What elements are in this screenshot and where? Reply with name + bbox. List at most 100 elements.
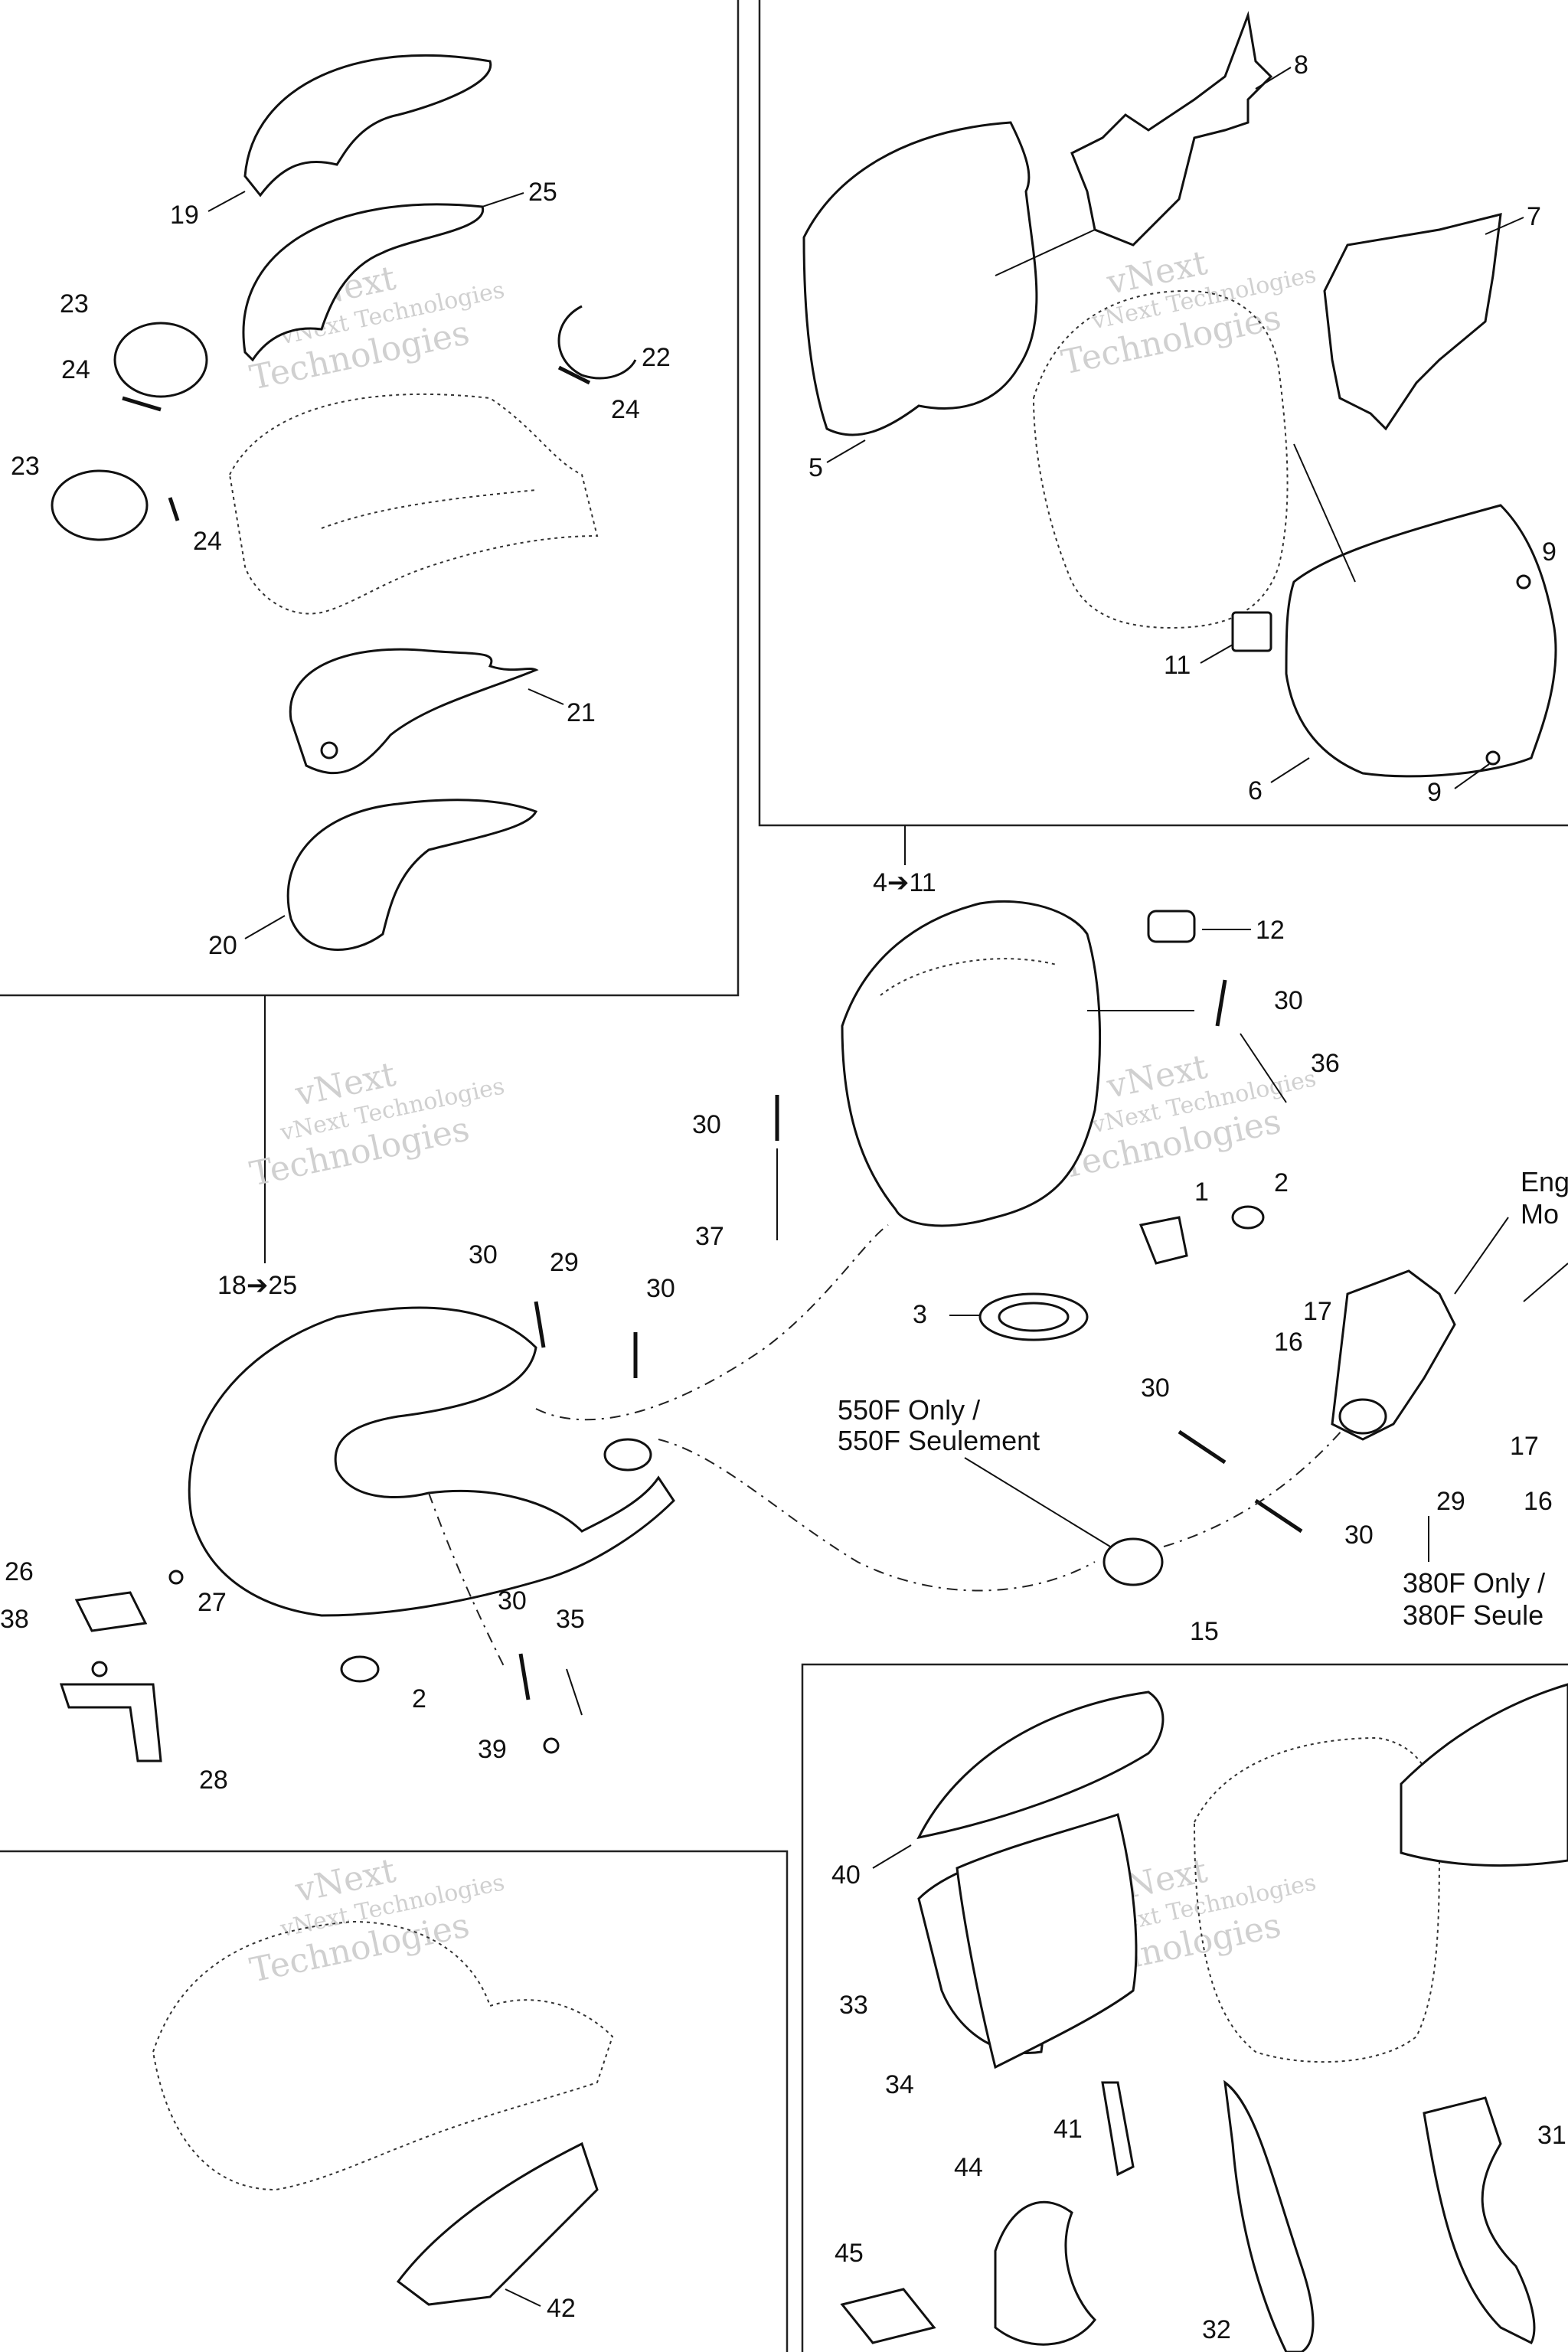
pipe-to-muffler-line bbox=[535, 1224, 889, 1421]
callout-5: 5 bbox=[808, 453, 823, 482]
grommet-2-lower bbox=[340, 1655, 380, 1683]
heat-shield-21 bbox=[289, 648, 539, 775]
muffler-4 bbox=[841, 900, 1102, 1227]
tailpipe-ghost bbox=[228, 393, 599, 615]
grommet-2-upper bbox=[1231, 1205, 1265, 1230]
spring-30-mid-a bbox=[1178, 1429, 1227, 1465]
heat-shield-42 bbox=[396, 2141, 599, 2306]
callout-38: 38 bbox=[0, 1605, 29, 1634]
callout-8: 8 bbox=[1294, 51, 1308, 80]
nut-9-a bbox=[1516, 574, 1531, 590]
callout-2-b: 2 bbox=[412, 1684, 426, 1713]
spring-30-top bbox=[1215, 979, 1227, 1027]
rubber-mount-1 bbox=[1138, 1216, 1188, 1265]
callout-44: 44 bbox=[954, 2153, 983, 2182]
watermark-2: vNext vNext Technologies Technologies bbox=[1058, 243, 1318, 383]
heat-shield-34 bbox=[956, 1813, 1138, 2069]
callout-30-g: 30 bbox=[498, 1586, 527, 1615]
callout-23-a: 23 bbox=[60, 289, 89, 318]
callout-27: 27 bbox=[198, 1588, 227, 1617]
callout-11: 11 bbox=[1164, 651, 1191, 680]
clamp-23-upper bbox=[113, 322, 208, 398]
sleeve-15 bbox=[1102, 1537, 1164, 1586]
outlet-grommet-12 bbox=[1147, 910, 1196, 943]
muffler-shield-group bbox=[802, 11, 1557, 778]
watermark-5: vNext vNext Technologies Technologies bbox=[247, 1851, 507, 1991]
callout-24-b: 24 bbox=[611, 395, 640, 424]
watermark-3: vNext vNext Technologies Technologies bbox=[247, 1055, 507, 1194]
gasket-7 bbox=[1323, 213, 1502, 431]
callout-36: 36 bbox=[1311, 1049, 1340, 1078]
callout-15: 15 bbox=[1190, 1617, 1219, 1646]
callout-33: 33 bbox=[839, 1991, 868, 2020]
nut-38 bbox=[91, 1661, 108, 1677]
bracket-28 bbox=[59, 1683, 162, 1762]
spring-30-pipe-a bbox=[534, 1301, 546, 1348]
part-callouts: 19 25 23 24 22 24 23 24 21 20 8 7 5 9 11… bbox=[0, 51, 1568, 2344]
callout-39: 39 bbox=[478, 1735, 507, 1764]
note-380f-line1: 380F Only / bbox=[1403, 1567, 1545, 1599]
strip-41 bbox=[1101, 2081, 1135, 2177]
callout-17-a: 17 bbox=[1303, 1297, 1332, 1326]
tuned-pipe-18 bbox=[188, 1306, 675, 1617]
callout-41: 41 bbox=[1054, 2115, 1083, 2144]
callout-30-c: 30 bbox=[1141, 1374, 1170, 1403]
callout-12: 12 bbox=[1256, 916, 1285, 945]
pipe-to-manifold-line bbox=[658, 1439, 1096, 1592]
note-380f-line2: 380F Seule bbox=[1403, 1599, 1544, 1631]
callout-6: 6 bbox=[1248, 776, 1263, 805]
callout-29-a: 29 bbox=[1436, 1487, 1465, 1516]
callout-9-a: 9 bbox=[1542, 537, 1557, 567]
box-lower-right bbox=[801, 1663, 1568, 2352]
callout-34: 34 bbox=[885, 2070, 914, 2099]
nut-9-b bbox=[1485, 750, 1501, 766]
muffler-assembly bbox=[775, 900, 1568, 1586]
spring-24-b bbox=[557, 365, 591, 385]
spring-30-mid-b bbox=[1254, 1498, 1303, 1534]
nut-39 bbox=[543, 1737, 560, 1754]
hanger-35 bbox=[566, 1668, 583, 1716]
hanger-36 bbox=[1240, 1033, 1287, 1103]
callout-30-d: 30 bbox=[1344, 1521, 1374, 1550]
callout-26: 26 bbox=[5, 1557, 34, 1586]
callout-28: 28 bbox=[199, 1766, 228, 1795]
spring-path-line bbox=[428, 1492, 506, 1670]
callout-16-a: 16 bbox=[1274, 1328, 1303, 1357]
callout-24-a: 24 bbox=[61, 355, 90, 384]
muffler-shield-6 bbox=[1285, 504, 1557, 778]
spring-24-c bbox=[168, 497, 180, 521]
heat-shield-20 bbox=[286, 799, 538, 951]
engine-mount-note-2: Mo bbox=[1521, 1198, 1559, 1230]
callout-18-25: 18➔25 bbox=[217, 1271, 297, 1300]
box-muffler-group bbox=[758, 0, 1568, 827]
callout-4-11: 4➔11 bbox=[873, 868, 936, 897]
heat-shield-40 bbox=[916, 1690, 1165, 1840]
callout-1: 1 bbox=[1194, 1178, 1209, 1207]
note-550f-line1: 550F Only / bbox=[838, 1394, 980, 1426]
callout-30-e: 30 bbox=[469, 1240, 498, 1269]
spring-30-pipe-c bbox=[518, 1653, 531, 1700]
callout-45: 45 bbox=[835, 2239, 864, 2268]
callout-32: 32 bbox=[1202, 2315, 1231, 2344]
callout-16-b: 16 bbox=[1524, 1487, 1553, 1516]
callout-31: 31 bbox=[1537, 2121, 1566, 2150]
box-lower-left bbox=[0, 1850, 789, 2352]
heat-shield-25 bbox=[242, 203, 485, 362]
callout-29-b: 29 bbox=[550, 1248, 579, 1277]
clamp-23-lower bbox=[51, 469, 149, 541]
callout-42: 42 bbox=[547, 2294, 576, 2323]
callout-19: 19 bbox=[170, 201, 199, 230]
gasket-8 bbox=[1070, 11, 1273, 247]
tuned-pipe-assembly bbox=[59, 1224, 1348, 1762]
spring-24-a bbox=[122, 396, 162, 412]
callout-23-b: 23 bbox=[11, 452, 40, 481]
callout-30-a: 30 bbox=[1274, 986, 1303, 1015]
callout-21: 21 bbox=[567, 698, 596, 727]
muffler-ghost bbox=[1032, 289, 1289, 629]
cover-44 bbox=[994, 2200, 1096, 2346]
lower-right-shield-group bbox=[840, 1683, 1568, 2352]
callout-25: 25 bbox=[528, 178, 557, 207]
heat-shield-19 bbox=[243, 54, 492, 198]
